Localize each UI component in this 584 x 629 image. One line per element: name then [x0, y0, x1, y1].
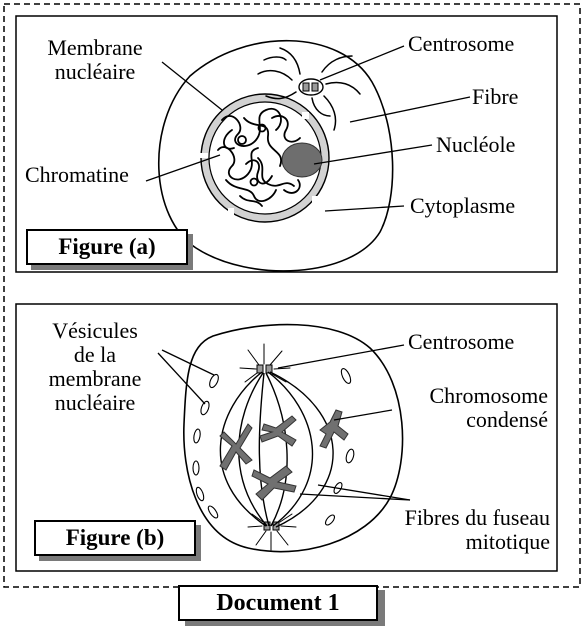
leader-lines-b	[157, 344, 411, 501]
leader-lines-a	[145, 45, 471, 212]
label-vesicules: Vésicules de la membrane nucléaire	[26, 319, 164, 415]
label-vesicules-line4: nucléaire	[54, 390, 136, 415]
figure-a-frame	[15, 15, 558, 273]
label-vesicules-line3: membrane	[48, 366, 142, 391]
label-membrane-line2: nucléaire	[54, 59, 136, 84]
vesicles	[192, 368, 355, 526]
label-centrosome-a: Centrosome	[408, 31, 515, 56]
label-fibres-line2: mitotique	[465, 529, 550, 554]
figure-b-frame	[15, 303, 558, 572]
label-cytoplasme: Cytoplasme	[410, 193, 516, 218]
label-centrosome-b: Centrosome	[408, 329, 515, 354]
cell-membrane-b	[183, 323, 404, 553]
nucleolus	[281, 142, 323, 178]
aster-rays-b	[239, 343, 297, 551]
label-membrane-line1: Membrane	[47, 35, 143, 60]
label-vesicules-line1: Vésicules	[52, 318, 138, 343]
label-fibres-fuseau: Fibres du fuseau mitotique	[360, 506, 550, 554]
condensed-chromosomes	[219, 409, 349, 501]
label-vesicules-line2: de la	[73, 342, 117, 367]
label-fibres-line1: Fibres du fuseau	[404, 505, 550, 530]
chromatin	[217, 107, 301, 207]
label-membrane-nucleaire: Membrane nucléaire	[20, 36, 170, 84]
document-title: Document 1	[178, 585, 378, 621]
label-chromosome-line1: Chromosome	[429, 383, 548, 408]
centrosome-a	[298, 78, 324, 96]
aster-fibres-a	[257, 47, 361, 131]
label-fibre: Fibre	[472, 84, 519, 109]
centrosome-b-top	[256, 364, 273, 374]
cell-membrane-a	[157, 39, 394, 272]
label-chromatine: Chromatine	[25, 162, 129, 187]
figure-b-caption: Figure (b)	[34, 520, 196, 556]
label-chromosome-line2: condensé	[466, 407, 548, 432]
label-chromosome-condense: Chromosome condensé	[380, 384, 548, 432]
figure-a-caption: Figure (a)	[26, 229, 188, 265]
label-nucleole: Nucléole	[436, 132, 516, 157]
